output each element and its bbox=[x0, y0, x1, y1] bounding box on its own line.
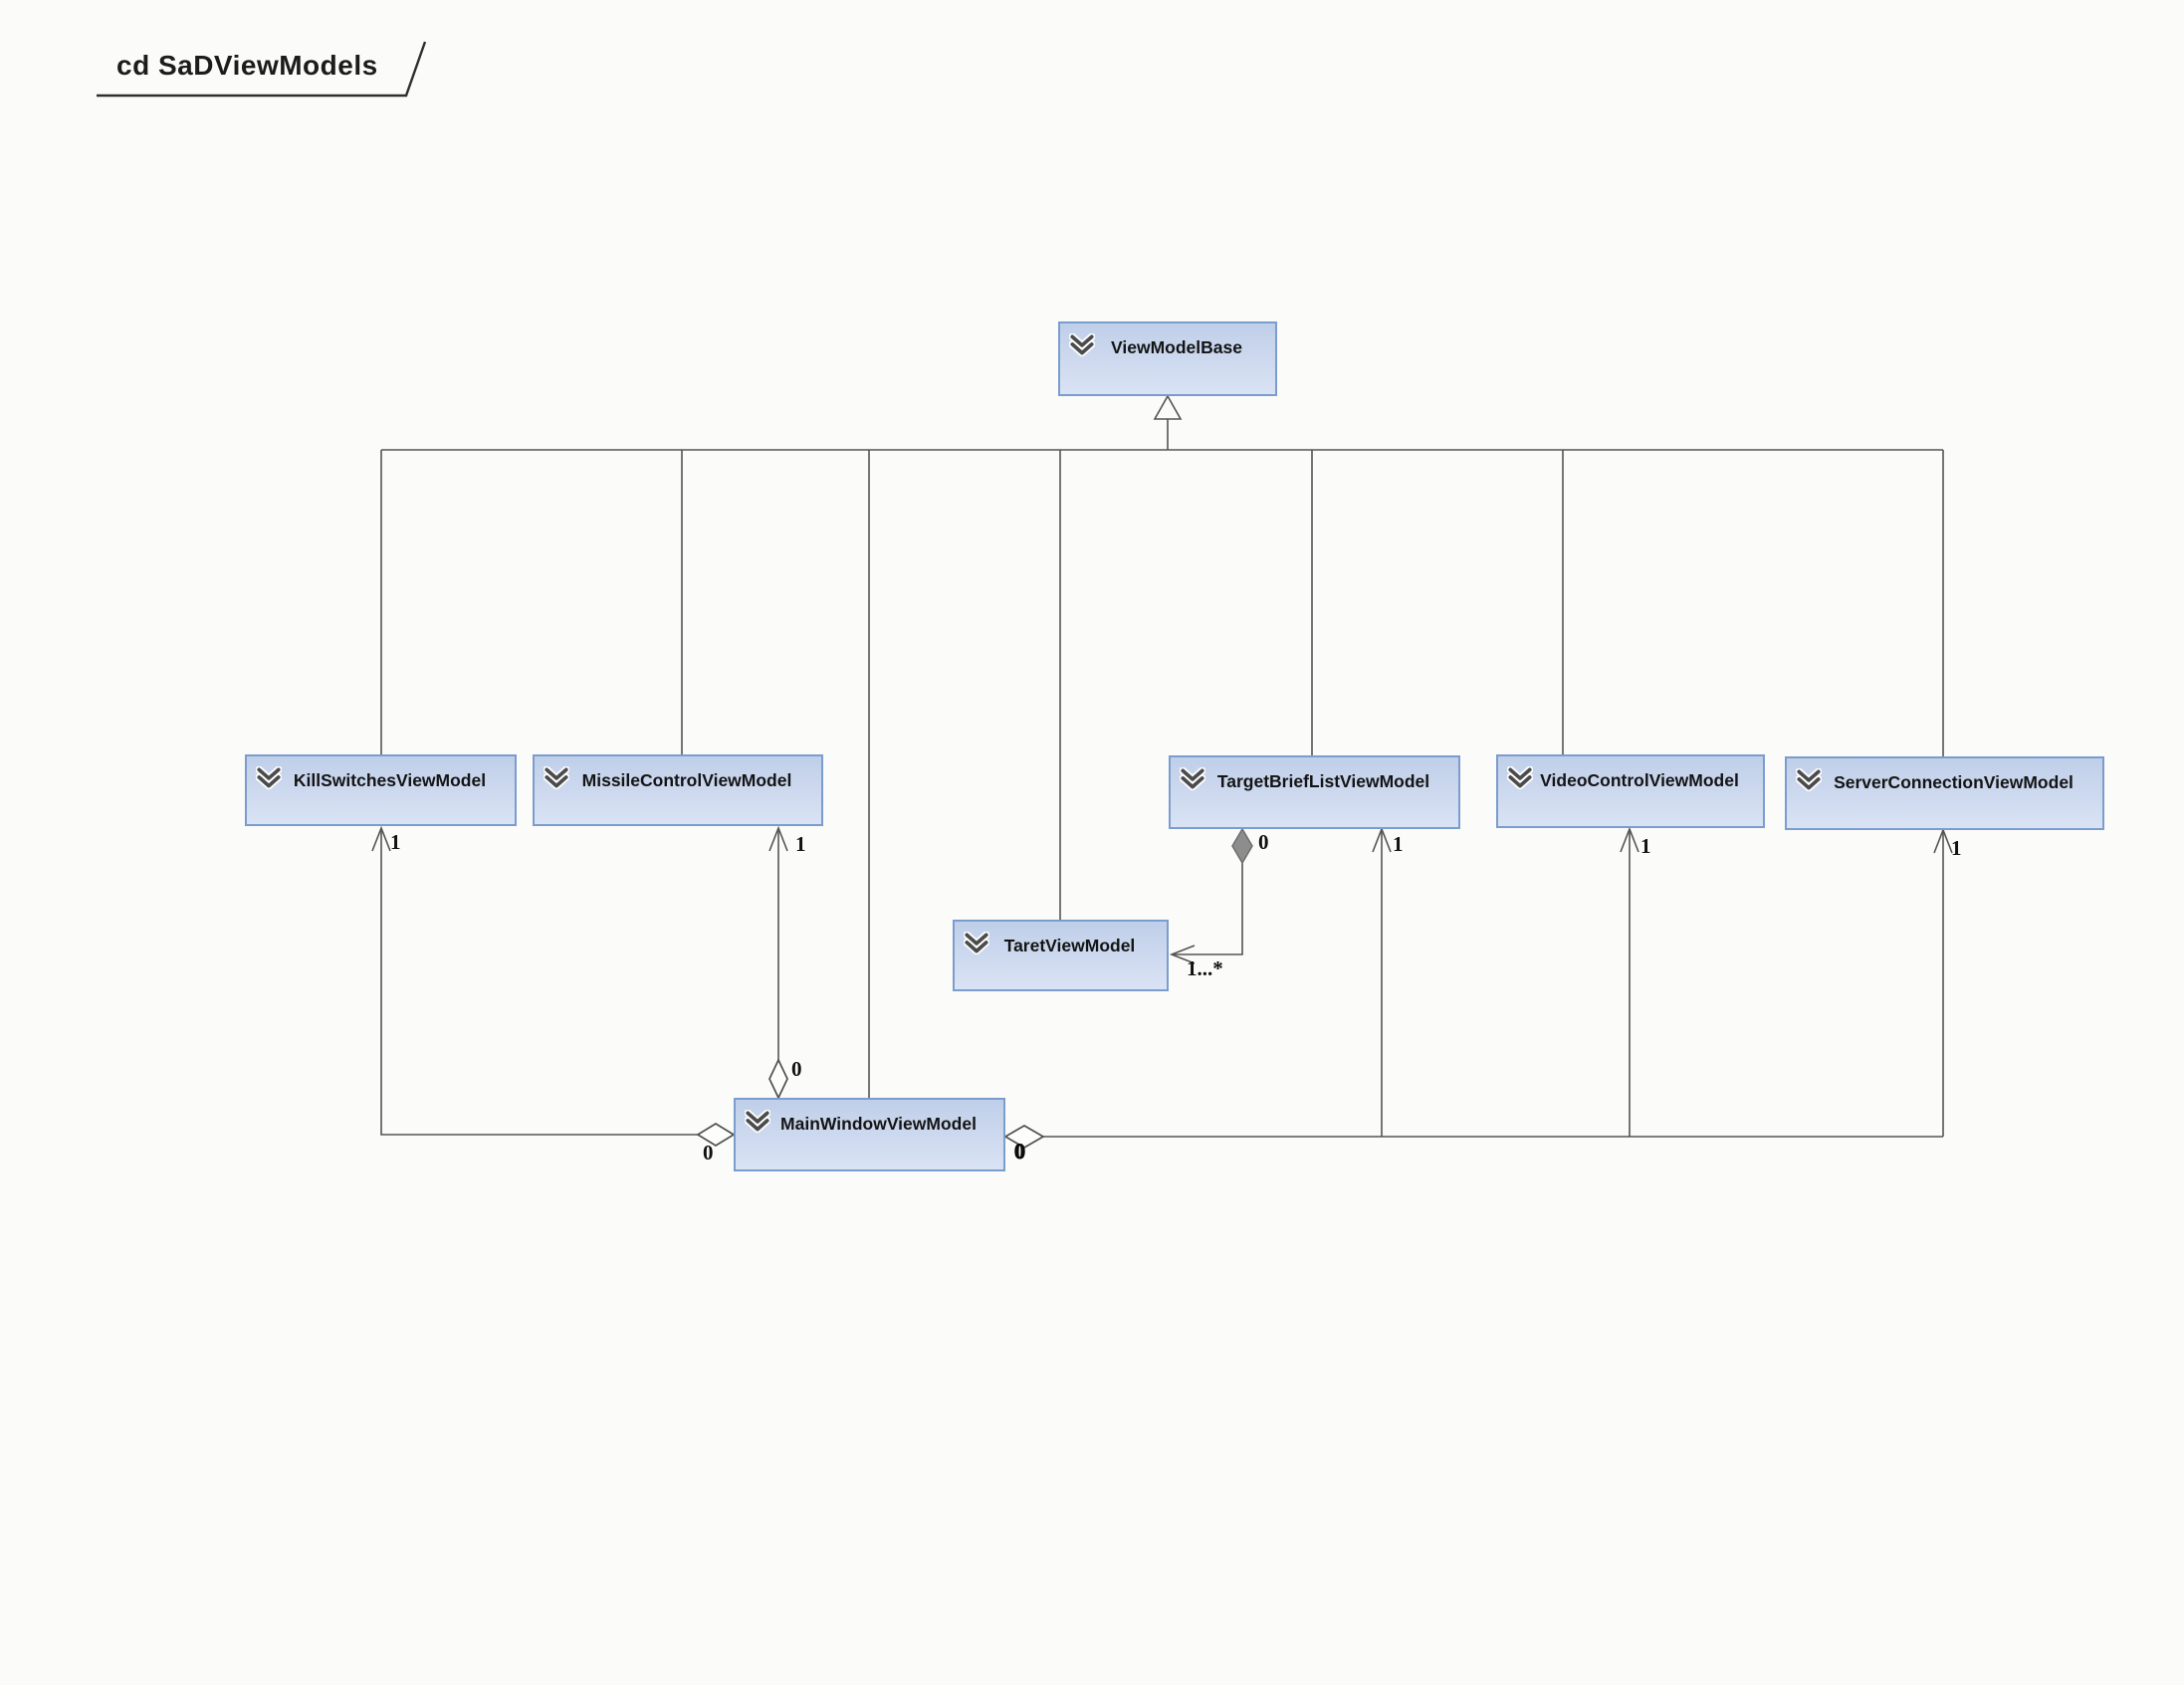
generalization-arrowhead bbox=[1153, 394, 1183, 420]
class-name: ViewModelBase bbox=[1111, 337, 1242, 357]
class-box-missilecontrolviewmodel: MissileControlViewModel bbox=[533, 754, 823, 826]
aggregation-diamond bbox=[768, 1058, 788, 1100]
multiplicity-label-killswitches: 1 bbox=[390, 830, 401, 854]
double-chevron-down-icon bbox=[1069, 333, 1095, 357]
open-arrowhead bbox=[1933, 827, 1953, 854]
multiplicity-label-composition-target: 1...* bbox=[1187, 956, 1223, 980]
frame-notch bbox=[97, 41, 427, 98]
multiplicity-label-videocontrol: 1 bbox=[1640, 834, 1651, 858]
class-name: KillSwitchesViewModel bbox=[293, 770, 487, 790]
aggregation-missilecontrol bbox=[768, 825, 788, 1100]
double-chevron-down-icon bbox=[256, 766, 282, 790]
class-name: TaretViewModel bbox=[1003, 936, 1136, 955]
open-arrowhead bbox=[768, 825, 788, 852]
class-box-serverconnectionviewmodel: ServerConnectionViewModel bbox=[1785, 756, 2104, 830]
open-arrowhead bbox=[1372, 826, 1392, 853]
composition-taretviewmodel bbox=[1169, 827, 1253, 964]
multiplicity-label-targetbrieflist: 1 bbox=[1393, 832, 1404, 856]
aggregation-diamond bbox=[1003, 1125, 1045, 1149]
class-box-viewmodelbase: ViewModelBase bbox=[1058, 321, 1277, 396]
class-box-mainwindowviewmodel: MainWindowViewModel bbox=[734, 1098, 1005, 1171]
open-arrowhead bbox=[1620, 826, 1639, 853]
multiplicity-label-aggregate-right: 0 bbox=[1014, 1139, 1026, 1163]
double-chevron-down-icon bbox=[1507, 766, 1533, 790]
multiplicity-label-aggregate-left: 0 bbox=[703, 1141, 714, 1164]
class-name: MainWindowViewModel bbox=[780, 1114, 977, 1134]
open-arrowhead bbox=[371, 825, 391, 852]
double-chevron-down-icon bbox=[964, 932, 989, 955]
class-name: MissileControlViewModel bbox=[581, 770, 792, 790]
class-name: VideoControlViewModel bbox=[1540, 770, 1739, 790]
class-name: TargetBriefListViewModel bbox=[1216, 771, 1430, 791]
multiplicity-label-serverconnection: 1 bbox=[1951, 836, 1962, 860]
aggregation-diamond bbox=[696, 1123, 736, 1147]
multiplicity-label-aggregate-top: 0 bbox=[791, 1057, 802, 1081]
class-box-targetbrieflistviewmodel: TargetBriefListViewModel bbox=[1169, 755, 1460, 829]
double-chevron-down-icon bbox=[1796, 768, 1822, 792]
double-chevron-down-icon bbox=[1180, 767, 1205, 791]
aggregation-right-group bbox=[1003, 826, 1953, 1149]
multiplicity-label-missilecontrol: 1 bbox=[795, 832, 806, 856]
class-name: ServerConnectionViewModel bbox=[1834, 772, 2074, 792]
generalization-tree bbox=[380, 394, 1944, 1098]
class-box-taretviewmodel: TaretViewModel bbox=[953, 920, 1169, 991]
double-chevron-down-icon bbox=[745, 1110, 770, 1134]
class-box-killswitchesviewmodel: KillSwitchesViewModel bbox=[245, 754, 517, 826]
open-arrowhead bbox=[1169, 945, 1196, 964]
aggregation-killswitches bbox=[371, 825, 736, 1147]
class-box-videocontrolviewmodel: VideoControlViewModel bbox=[1496, 754, 1765, 828]
double-chevron-down-icon bbox=[544, 766, 569, 790]
diagram-frame-title: cd SaDViewModels bbox=[116, 50, 378, 81]
multiplicity-label-composition-source: 0 bbox=[1258, 830, 1269, 854]
composition-diamond bbox=[1231, 827, 1253, 865]
